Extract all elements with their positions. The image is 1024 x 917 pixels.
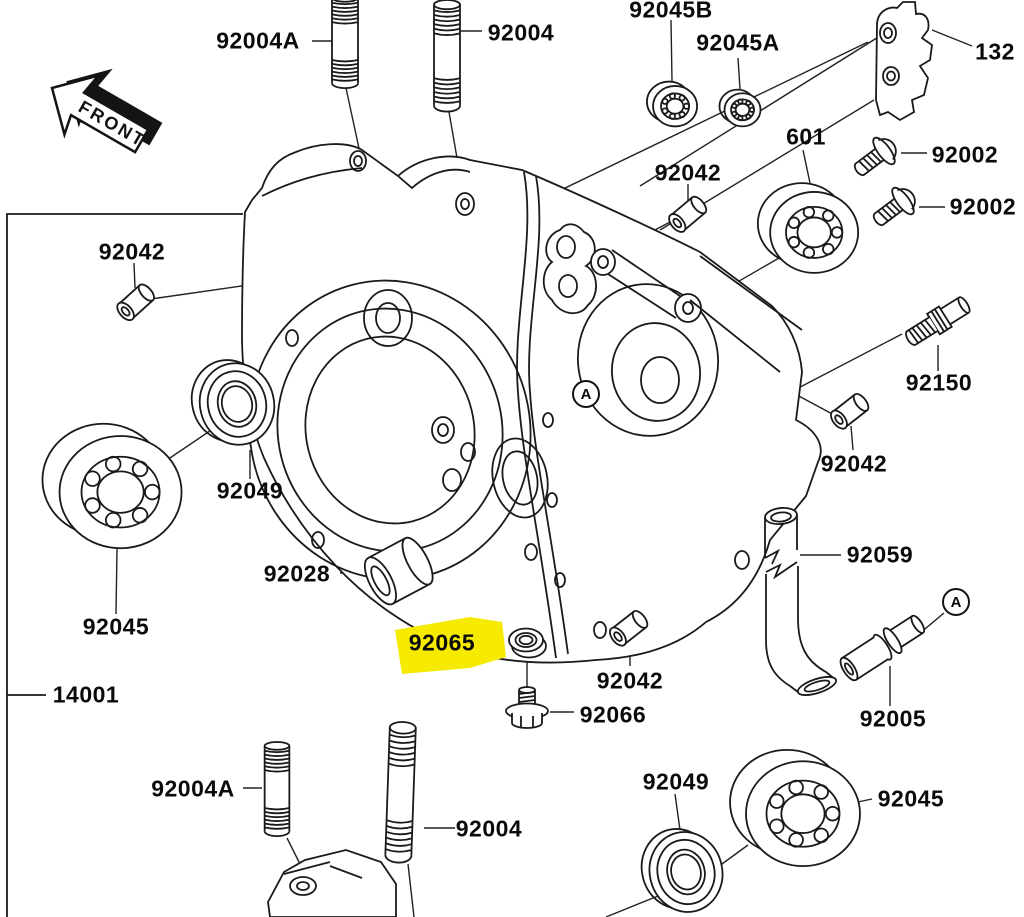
front-arrow-body — [50, 73, 150, 154]
part-92004a-stud-bottom — [263, 741, 291, 837]
part-92045-bearing-bottom — [728, 748, 862, 868]
part-601-bearing — [757, 182, 859, 274]
assembly-bracket-14001 — [6, 213, 243, 917]
parts — [41, 0, 971, 917]
part-92002-screw-lower — [865, 180, 923, 236]
engine-mount-bracket — [267, 849, 397, 917]
part-92042-dowel-left — [113, 280, 159, 325]
part-92065-washer — [508, 627, 547, 659]
part-92028-bushing — [363, 536, 434, 606]
part-92002-screw-upper — [846, 130, 904, 186]
front-arrow: FRONT — [50, 68, 163, 154]
crankcase — [241, 143, 822, 664]
part-92150-bolt — [905, 296, 971, 346]
part-92059-breather-hose — [764, 506, 838, 696]
part-132-bracket — [875, 1, 933, 122]
part-92045b-bearing — [646, 81, 698, 127]
part-92004-stud-bottom — [383, 720, 418, 865]
part-92045-bearing-left — [41, 422, 183, 550]
part-92042-dowel-right — [826, 390, 873, 433]
part-92004-stud-top — [432, 0, 462, 113]
part-92049-seal-bottom — [632, 818, 732, 917]
part-92005-fitting — [839, 614, 926, 682]
highlight-92065 — [395, 617, 506, 674]
part-92066-drain-bolt — [505, 686, 549, 729]
part-92004a-stud-top — [331, 0, 359, 89]
part-92045a-bearing — [719, 89, 761, 127]
